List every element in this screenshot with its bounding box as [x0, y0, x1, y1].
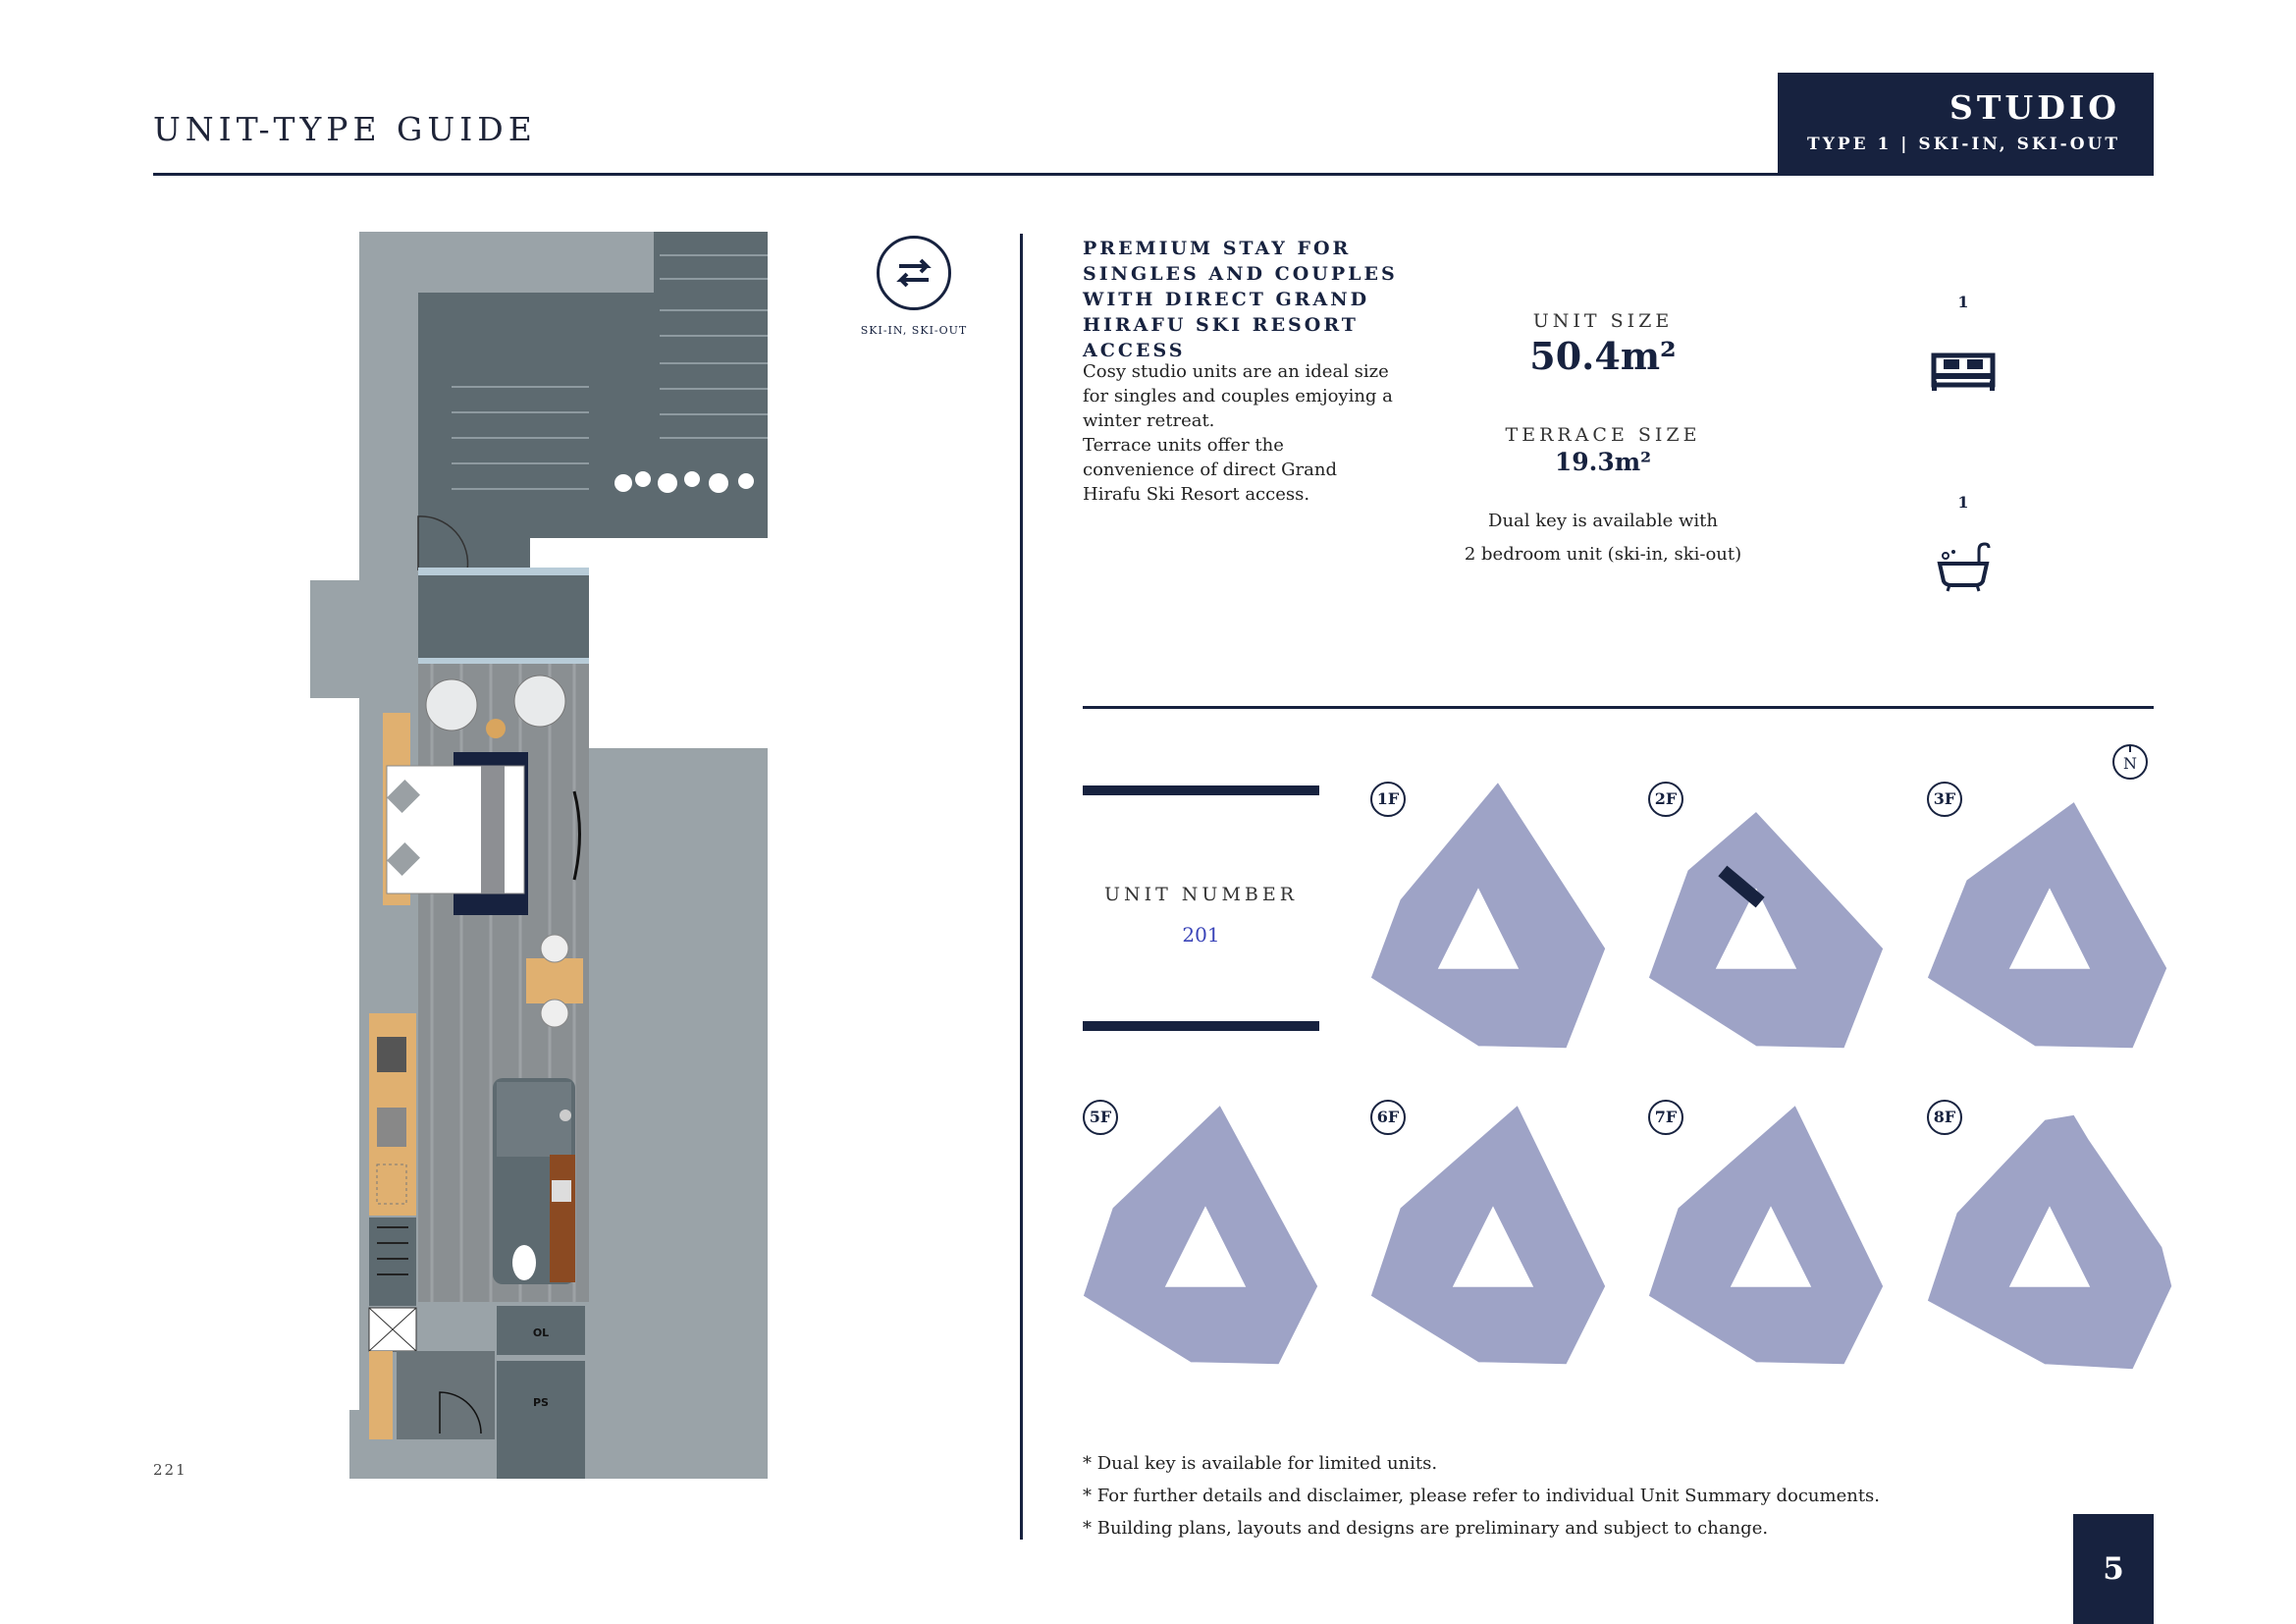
- unit-type-subtitle: TYPE 1 | SKI-IN, SKI-OUT: [1807, 135, 2120, 154]
- page-number: 5: [2073, 1514, 2154, 1624]
- terrace-size-value: 19.3m²: [1554, 448, 1652, 476]
- floor-badge-2f: 2F: [1648, 782, 1683, 817]
- plan-label-ol: OL: [533, 1326, 549, 1339]
- unit-number-bar-bottom: [1083, 1021, 1319, 1031]
- description-line-1: Cosy studio units are an ideal size for …: [1083, 361, 1393, 431]
- floor-plan-3f: 3F: [1927, 782, 2172, 1066]
- description: Cosy studio units are an ideal size for …: [1083, 359, 1397, 507]
- plan-page-reference: 221: [153, 1461, 187, 1479]
- floor-plan-8f: 8F: [1927, 1100, 2172, 1384]
- disclaimer-notes: * Dual key is available for limited unit…: [1083, 1447, 1966, 1544]
- unit-size-value: 50.4m²: [1529, 334, 1677, 378]
- tagline: PREMIUM STAY FOR SINGLES AND COUPLES WIT…: [1083, 238, 1398, 361]
- unit-size-label: UNIT SIZE: [1532, 310, 1674, 332]
- note-line-3: * Building plans, layouts and designs ar…: [1083, 1518, 1769, 1539]
- studio-floor-plan: OL PS: [310, 232, 768, 1479]
- floor-badge-8f: 8F: [1927, 1100, 1962, 1135]
- plan-label-ps: PS: [533, 1396, 549, 1409]
- note-line-2: * For further details and disclaimer, pl…: [1083, 1486, 1881, 1506]
- ski-in-ski-out-label: SKI-IN, SKI-OUT: [860, 324, 968, 337]
- page-title: UNIT-TYPE GUIDE: [153, 110, 537, 148]
- floor-badge-3f: 3F: [1927, 782, 1962, 817]
- floor-badge-5f: 5F: [1083, 1100, 1118, 1135]
- floor-plan-1f: 1F: [1370, 782, 1616, 1066]
- north-arrow-icon: N: [2112, 744, 2148, 780]
- floor-plan-7f: 7F: [1648, 1100, 1894, 1384]
- dual-key-line-1: Dual key is available with: [1488, 511, 1718, 531]
- unit-number-bar-top: [1083, 785, 1319, 795]
- bedroom-count: 1: [1957, 293, 1969, 311]
- floor-plan-5f: 5F: [1083, 1100, 1328, 1384]
- dual-key-note: Dual key is available with 2 bedroom uni…: [1446, 505, 1760, 571]
- floor-plan-6f: 6F: [1370, 1100, 1616, 1384]
- unit-number-value: 201: [1182, 923, 1220, 947]
- bathtub-icon: [1937, 542, 1991, 592]
- floor-plan-2f: 2F: [1648, 782, 1894, 1066]
- unit-type-title: STUDIO: [1949, 88, 2120, 127]
- unit-number-label: UNIT NUMBER: [1103, 884, 1299, 905]
- section-rule: [1083, 706, 2154, 709]
- note-line-1: * Dual key is available for limited unit…: [1083, 1453, 1438, 1474]
- floor-badge-7f: 7F: [1648, 1100, 1683, 1135]
- dual-key-line-2: 2 bedroom unit (ski-in, ski-out): [1464, 544, 1742, 565]
- header-rule: [153, 173, 2154, 176]
- bathroom-count: 1: [1957, 493, 1969, 512]
- highlighted-unit: [1718, 865, 1765, 908]
- bed-icon: [1931, 352, 1996, 391]
- floor-badge-6f: 6F: [1370, 1100, 1406, 1135]
- description-line-2: Terrace units offer the convenience of d…: [1083, 435, 1338, 505]
- unit-type-banner: STUDIO TYPE 1 | SKI-IN, SKI-OUT: [1778, 73, 2154, 175]
- floor-badge-1f: 1F: [1370, 782, 1406, 817]
- terrace-size-label: TERRACE SIZE: [1505, 424, 1701, 446]
- svg-text:N: N: [2123, 754, 2137, 773]
- vertical-divider: [1020, 234, 1023, 1540]
- swap-arrows-icon: [877, 236, 951, 310]
